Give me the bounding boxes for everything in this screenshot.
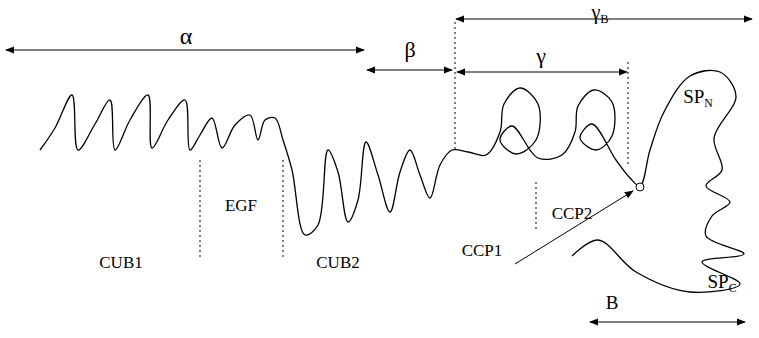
- cleavage-site: [636, 183, 644, 191]
- domain-label: SPN: [683, 87, 713, 110]
- span-label: γ: [536, 45, 546, 67]
- label-subscript: N: [704, 97, 713, 110]
- protein-chain: [40, 70, 744, 292]
- span-label: γB: [591, 2, 608, 26]
- domain-label: CCP2: [552, 205, 593, 222]
- domain-label: CUB1: [99, 254, 142, 271]
- alpha-span-arrow: [6, 50, 364, 51]
- label-subscript: B: [600, 12, 608, 26]
- span-label: α: [180, 24, 193, 48]
- beta-span-arrow: [367, 70, 452, 71]
- domain-label: CCP1: [462, 242, 503, 259]
- domain-label: CUB2: [316, 254, 359, 271]
- gamma-span-arrow: [457, 72, 627, 73]
- b-chain-arrow: [590, 322, 745, 323]
- label-main: γ: [591, 1, 600, 23]
- label-main: SP: [708, 271, 729, 292]
- span-label: β: [404, 39, 415, 61]
- label-subscript: C: [729, 282, 737, 295]
- cleavage-pointer: [515, 191, 633, 264]
- domain-label: EGF: [225, 197, 257, 214]
- label-main: SP: [683, 86, 704, 107]
- chain-label: B: [606, 293, 619, 312]
- domain-label: SPC: [708, 272, 737, 295]
- domain-separators: [200, 22, 628, 258]
